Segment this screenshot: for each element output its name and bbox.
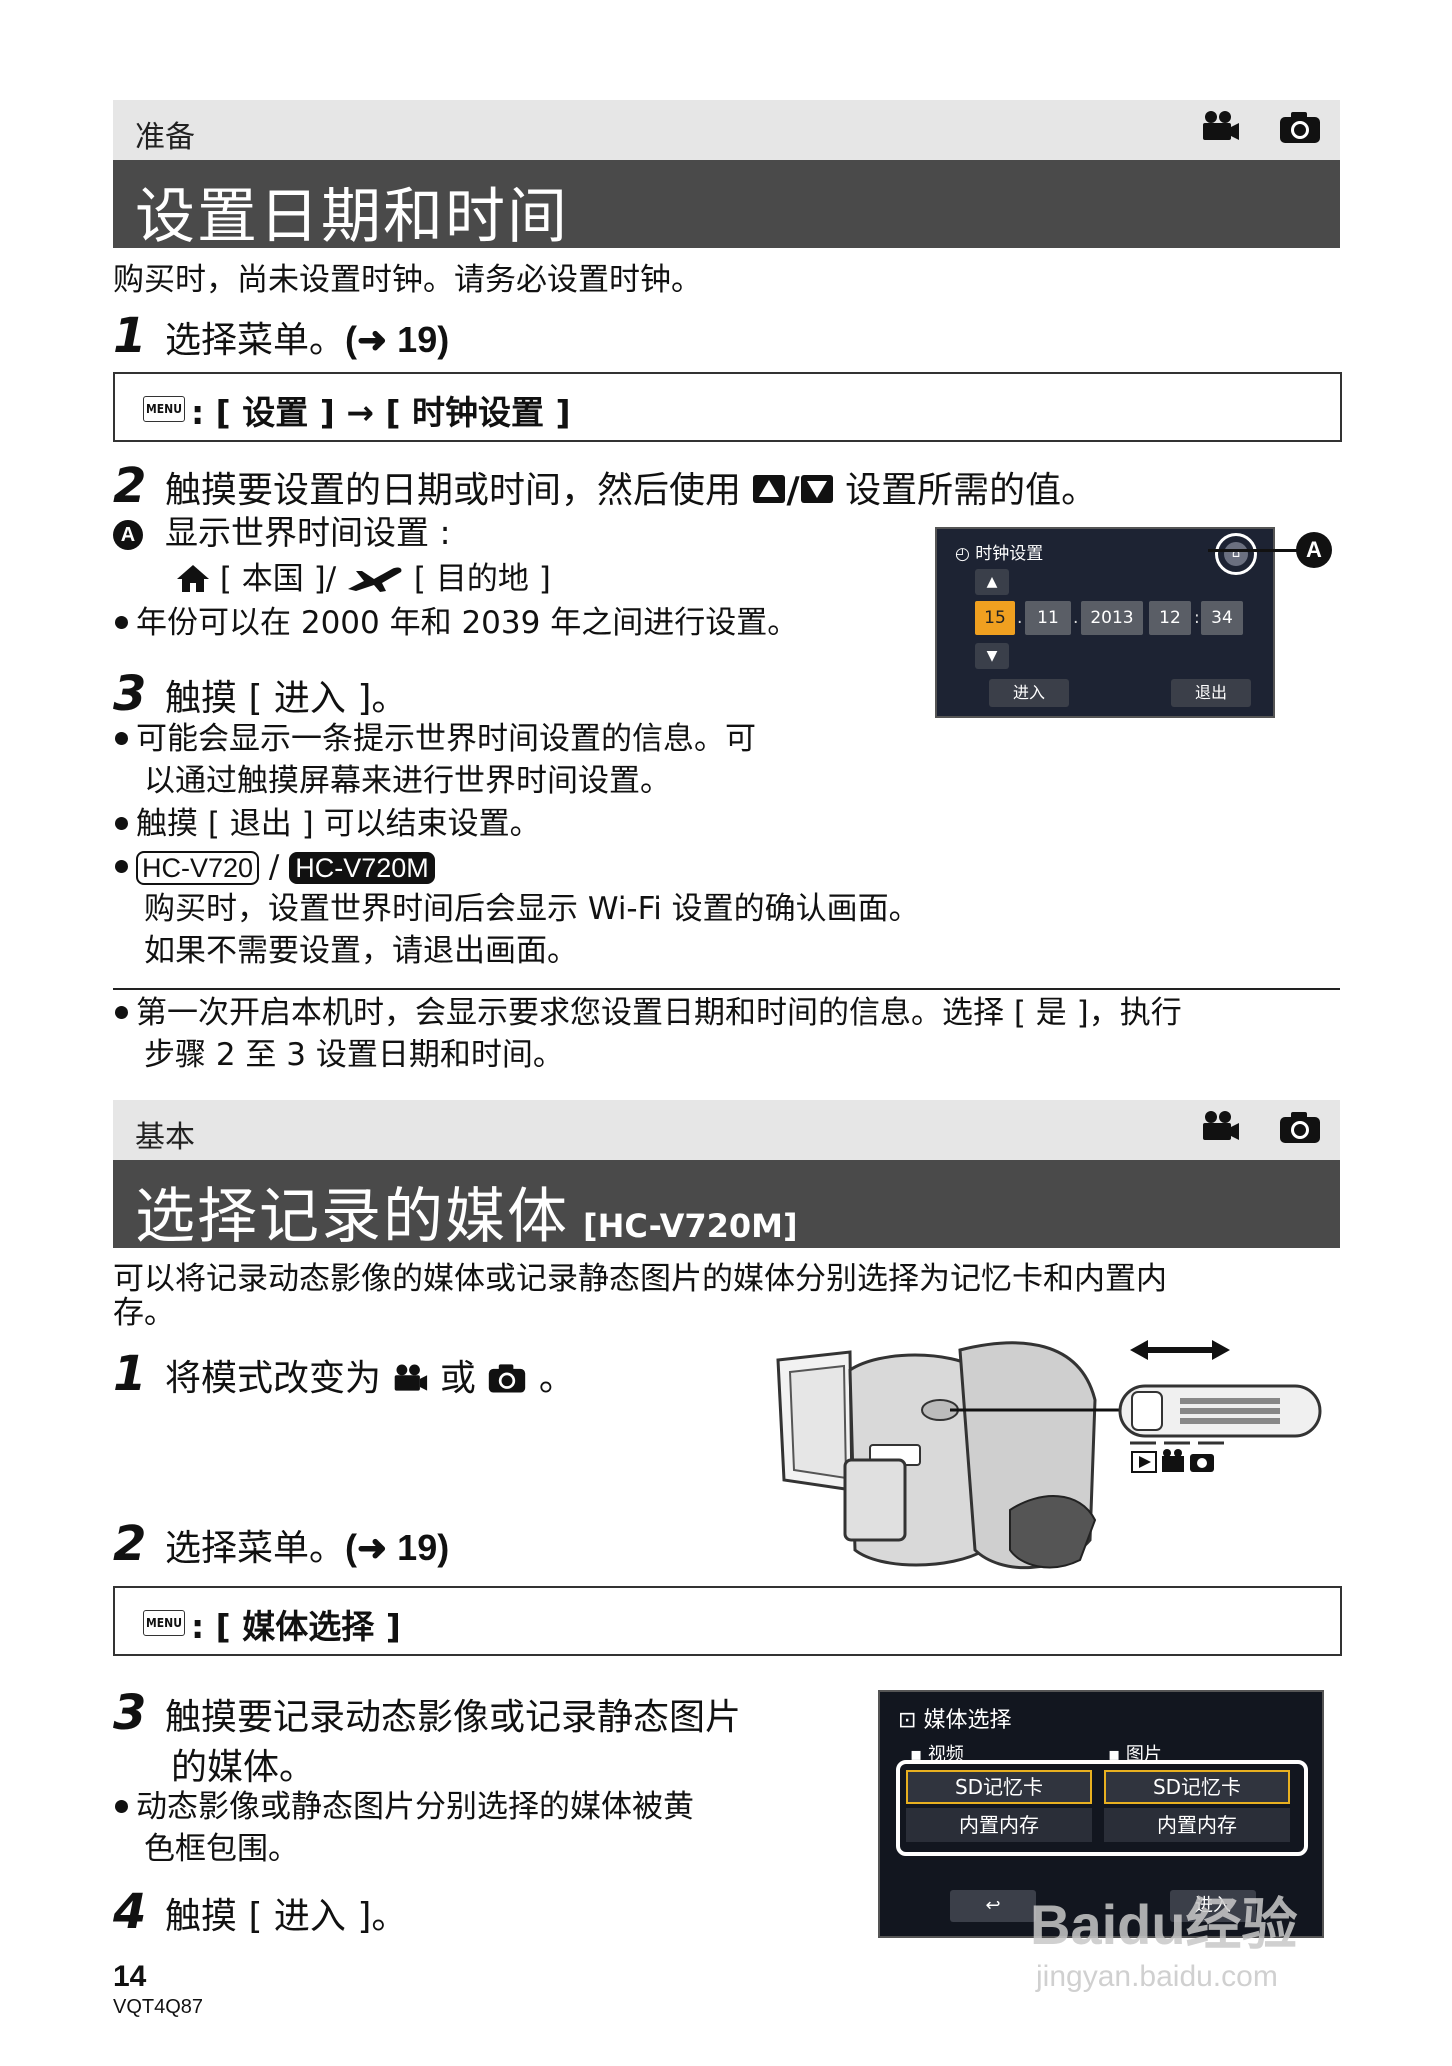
media-screen-title: ⊡ 媒体选择 bbox=[898, 1708, 1012, 1733]
photo-column-header: ▪ 图片 bbox=[1108, 1744, 1162, 1765]
bullet-year: 年份可以在 2000 年和 2039 年之间进行设置。 bbox=[113, 602, 798, 644]
clock-screen-title: ◴ 时钟设置 bbox=[955, 544, 1044, 564]
label-a-badge: A bbox=[113, 519, 143, 550]
bullet-models: HC-V720 / HC-V720M 购买时，设置世界时间后会显示 Wi-Fi … bbox=[113, 846, 920, 972]
page-title: 选择记录的媒体[HC-V720M] bbox=[135, 1182, 798, 1252]
bullet-world-time: 可能会显示一条提示世界时间设置的信息。可 以通过触摸屏幕来进行世界时间设置。 bbox=[113, 718, 756, 802]
note-first-start: 第一次开启本机时，会显示要求您设置日期和时间的信息。选择 [ 是 ]，执行 步骤… bbox=[113, 992, 1182, 1076]
section-category: 准备 bbox=[135, 120, 195, 155]
selection-frame bbox=[896, 1760, 1308, 1856]
callout-line bbox=[1208, 549, 1304, 552]
mode-icons bbox=[1200, 1110, 1322, 1144]
clock-setting-screen: ◴ 时钟设置 ⌂ ▲ 15 . 11 . 2013 12 : 34 ▼ 进入 退… bbox=[935, 527, 1275, 718]
model-tag-hc-v720m: HC-V720M bbox=[289, 852, 435, 884]
page-number: 14 bbox=[113, 1960, 147, 1993]
enter-button[interactable]: 进入 bbox=[1170, 1890, 1256, 1922]
exit-button[interactable]: 退出 bbox=[1171, 679, 1251, 707]
menu-path-box: MENU : [ 媒体选择 ] bbox=[113, 1586, 1342, 1656]
video-built-in-memory-option[interactable]: 内置内存 bbox=[906, 1808, 1092, 1842]
baidu-watermark-logo: Baidu经验 bbox=[1030, 1893, 1298, 1956]
bullet-exit: 触摸 [ 退出 ] 可以结束设置。 bbox=[113, 803, 541, 845]
intro-text: 可以将记录动态影像的媒体或记录静态图片的媒体分别选择为记忆卡和内置内存。 bbox=[113, 1261, 1167, 1331]
year-field[interactable]: 2013 bbox=[1081, 601, 1143, 635]
photo-built-in-memory-option[interactable]: 内置内存 bbox=[1104, 1808, 1290, 1842]
photo-mode-icon bbox=[1280, 112, 1320, 143]
baidu-watermark-url: jingyan.baidu.com bbox=[1036, 1960, 1278, 1993]
item-a-sub: [ 本国 ]/ [ 目的地 ] bbox=[176, 558, 551, 600]
enter-button[interactable]: 进入 bbox=[989, 679, 1069, 707]
video-mode-icon bbox=[1203, 1111, 1239, 1140]
up-arrow-icon bbox=[753, 475, 786, 503]
home-icon bbox=[177, 565, 209, 592]
menu-path: : [ 媒体选择 ] bbox=[191, 1607, 401, 1646]
day-field[interactable]: 15 bbox=[975, 601, 1015, 635]
down-arrow-icon bbox=[800, 475, 833, 503]
media-select-screen: ⊡ 媒体选择 ▪ 视频 ▪ 图片 SD记忆卡 内置内存 SD记忆卡 内置内存 ↩… bbox=[878, 1690, 1324, 1938]
section-header-prepare: 准备 bbox=[113, 100, 1340, 160]
hour-field[interactable]: 12 bbox=[1149, 601, 1191, 635]
value-up-button[interactable]: ▲ bbox=[975, 569, 1009, 595]
document-code: VQT4Q87 bbox=[113, 1996, 204, 2018]
menu-icon: MENU bbox=[143, 396, 185, 422]
minute-field[interactable]: 34 bbox=[1201, 601, 1243, 635]
menu-path: : [ 设置 ] → [ 时钟设置 ] bbox=[191, 393, 571, 432]
section-category: 基本 bbox=[135, 1120, 195, 1155]
photo-mode-icon bbox=[1280, 1112, 1320, 1143]
photo-sd-card-option[interactable]: SD记忆卡 bbox=[1104, 1770, 1290, 1804]
divider bbox=[113, 988, 1340, 990]
section-header-basic: 基本 bbox=[113, 1100, 1340, 1160]
month-field[interactable]: 11 bbox=[1025, 601, 1071, 635]
video-column-header: ▪ 视频 bbox=[910, 1744, 964, 1765]
value-down-button[interactable]: ▼ bbox=[975, 643, 1009, 669]
mode-icons bbox=[1200, 110, 1322, 144]
page-title: 设置日期和时间 bbox=[135, 182, 569, 252]
title-bar: 设置日期和时间 bbox=[113, 160, 1340, 252]
video-sd-card-option[interactable]: SD记忆卡 bbox=[906, 1770, 1092, 1804]
intro-text: 购买时，尚未设置时钟。请务必设置时钟。 bbox=[113, 262, 702, 298]
video-mode-icon bbox=[395, 1364, 428, 1391]
back-button[interactable]: ↩ bbox=[950, 1890, 1036, 1922]
model-tag-hc-v720: HC-V720 bbox=[136, 851, 260, 885]
camcorder-illustration bbox=[776, 1340, 1322, 1570]
world-time-button[interactable]: ⌂ bbox=[1215, 533, 1257, 575]
menu-icon: MENU bbox=[143, 1610, 185, 1636]
home-icon: ⌂ bbox=[1224, 542, 1248, 566]
photo-mode-icon bbox=[489, 1364, 526, 1393]
airplane-icon bbox=[348, 567, 402, 592]
title-bar: 选择记录的媒体[HC-V720M] bbox=[113, 1160, 1340, 1252]
callout-a-badge: A bbox=[1296, 532, 1332, 568]
bullet-yellow-frame: 动态影像或静态图片分别选择的媒体被黄 色框包围。 bbox=[113, 1786, 694, 1870]
menu-path-box: MENU : [ 设置 ] → [ 时钟设置 ] bbox=[113, 372, 1342, 442]
video-mode-icon bbox=[1203, 111, 1239, 140]
